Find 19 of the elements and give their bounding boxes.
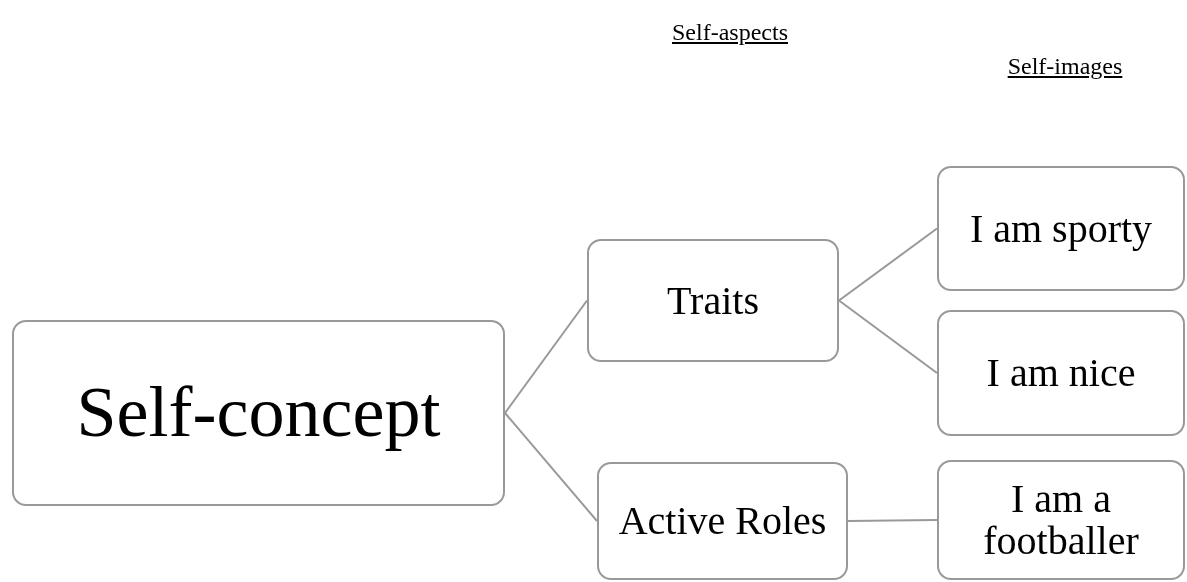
box-label: I am sporty <box>968 207 1154 250</box>
concept-box <box>937 166 1185 291</box>
connector-line <box>838 299 938 374</box>
column-heading: Self-images <box>1006 52 1124 81</box>
box-label: Self-concept <box>75 375 442 451</box>
connector-line <box>838 227 938 302</box>
connector-line <box>504 299 588 414</box>
concept-box <box>937 460 1185 580</box>
connector-line <box>504 412 598 522</box>
box-label: Traits <box>666 279 760 322</box>
concept-box <box>12 320 505 506</box>
column-heading: Self-aspects <box>671 18 789 47</box>
box-label: I am nice <box>985 352 1137 394</box>
concept-box <box>587 239 839 362</box>
box-label: I am a footballer <box>982 478 1140 562</box>
connector-line <box>847 519 938 522</box>
concept-box <box>937 310 1185 436</box>
box-label: Active Roles <box>617 500 828 542</box>
concept-box <box>597 462 848 580</box>
